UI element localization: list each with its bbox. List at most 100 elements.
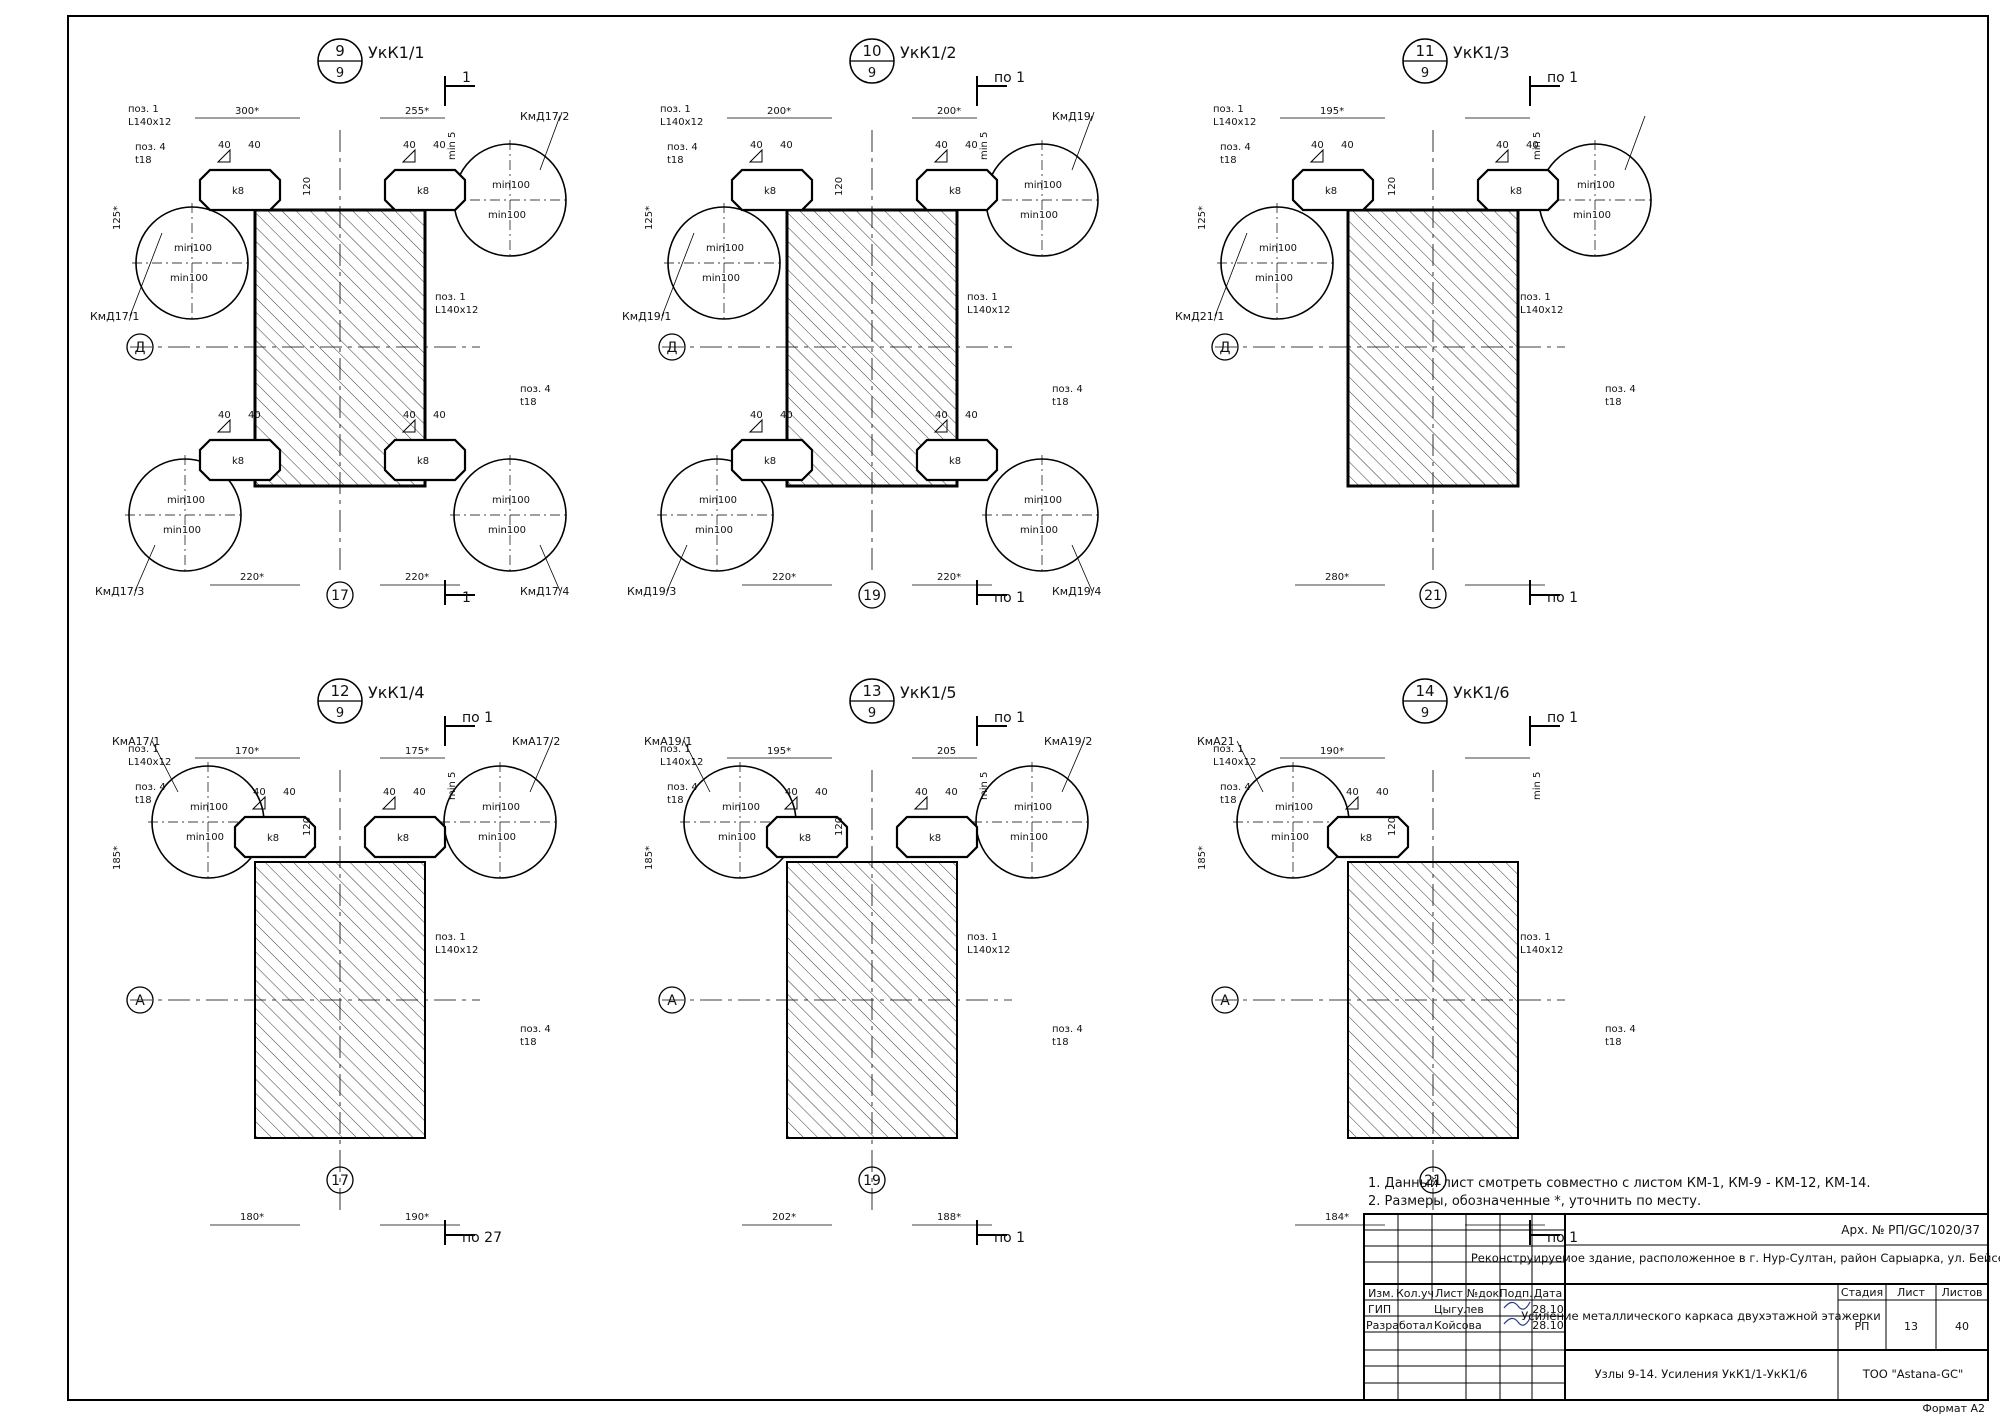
poz1-label: поз. 1 bbox=[435, 292, 466, 303]
weld-size-label: k8 bbox=[764, 186, 776, 197]
reinforcement-plate bbox=[915, 438, 999, 482]
dim-40-label: 40 bbox=[1496, 140, 1509, 151]
stamp-sheet: 13 bbox=[1904, 1320, 1918, 1333]
dim-top-left: 200* bbox=[767, 106, 791, 117]
dim-top-right: 175* bbox=[405, 746, 429, 757]
angle-label: L140x12 bbox=[967, 945, 1010, 956]
angle-label: L140x12 bbox=[1520, 305, 1563, 316]
angle-label: L140x12 bbox=[435, 945, 478, 956]
weld-min-label: min100 bbox=[1275, 802, 1313, 813]
section-cut-bottom-label: по 1 bbox=[1547, 1230, 1578, 1246]
node-sheet-ref: 9 bbox=[1421, 706, 1429, 721]
angle-label: L140x12 bbox=[1520, 945, 1563, 956]
section-cut-bottom bbox=[976, 580, 1007, 605]
axis-bubble-side bbox=[126, 986, 154, 1014]
dim-min5-label: min 5 bbox=[1532, 772, 1543, 800]
section-cut-top bbox=[444, 76, 475, 106]
weld-min-label: min100 bbox=[695, 525, 733, 536]
dim-bottom-left: 184* bbox=[1325, 1212, 1349, 1223]
dim-top-left: 190* bbox=[1320, 746, 1344, 757]
stamp-stage-h: Стадия bbox=[1841, 1286, 1883, 1299]
poz1-label: поз. 1 bbox=[660, 744, 691, 755]
stamp-sheets: 40 bbox=[1955, 1320, 1969, 1333]
weld-size-label: k8 bbox=[799, 833, 811, 844]
weld-min-label: min100 bbox=[1020, 210, 1058, 221]
section-cut-top-label: по 1 bbox=[1547, 70, 1578, 86]
section-cut-bottom bbox=[444, 1220, 475, 1245]
node-name: УкК1/5 bbox=[900, 683, 957, 702]
dim-40-label: 40 bbox=[413, 787, 426, 798]
weld-size-label: k8 bbox=[232, 186, 244, 197]
dim-40-label: 40 bbox=[253, 787, 266, 798]
plate-label: t18 bbox=[667, 795, 684, 806]
node-sheet-ref: 9 bbox=[336, 706, 344, 721]
pipe-mark-tl: КмД19/1 bbox=[622, 310, 671, 323]
dim-bottom-left: 180* bbox=[240, 1212, 264, 1223]
poz1-label: поз. 1 bbox=[435, 932, 466, 943]
stamp-project: Реконструируемое здание, расположенное в… bbox=[1471, 1251, 2000, 1265]
weld-min-label: min100 bbox=[1020, 525, 1058, 536]
weld-min-label: min100 bbox=[718, 832, 756, 843]
axis-label-bottom: 21 bbox=[1424, 588, 1442, 604]
plate-label: t18 bbox=[135, 155, 152, 166]
dim-40-label: 40 bbox=[383, 787, 396, 798]
weld-min-label: min100 bbox=[1573, 210, 1611, 221]
plate-label: t18 bbox=[1605, 397, 1622, 408]
pipe-mark-tl: КмА21 bbox=[1197, 735, 1235, 748]
node-name: УкК1/1 bbox=[368, 43, 425, 62]
stamp-col-5: Дата bbox=[1534, 1287, 1562, 1300]
weld-min-label: min100 bbox=[1010, 832, 1048, 843]
pipe-mark-tl: КмД21/1 bbox=[1175, 310, 1224, 323]
angle-label: L140x12 bbox=[967, 305, 1010, 316]
weld-size-label: k8 bbox=[764, 456, 776, 467]
dim-40-label: 40 bbox=[815, 787, 828, 798]
dim-40-label: 40 bbox=[935, 140, 948, 151]
weld-min-label: min100 bbox=[722, 802, 760, 813]
poz4-label: поз. 4 bbox=[1052, 1024, 1083, 1035]
angle-label: L140x12 bbox=[128, 117, 171, 128]
section-cut-top-label: по 1 bbox=[994, 710, 1025, 726]
node-sheet-ref: 9 bbox=[336, 66, 344, 81]
stamp-r2-role: Разработал bbox=[1366, 1319, 1433, 1332]
plate-label: t18 bbox=[1052, 397, 1069, 408]
axis-bubble-side bbox=[1211, 986, 1239, 1014]
axis-label-bottom: 17 bbox=[331, 588, 349, 604]
dim-min5-label: min 5 bbox=[447, 132, 458, 160]
stamp-stage: РП bbox=[1855, 1320, 1870, 1333]
dim-40-label: 40 bbox=[750, 140, 763, 151]
dim-top-left: 300* bbox=[235, 106, 259, 117]
dim-120-label: 120 bbox=[1387, 817, 1398, 836]
dim-40-label: 40 bbox=[283, 787, 296, 798]
poz1-label: поз. 1 bbox=[128, 744, 159, 755]
axis-bubble-bottom bbox=[326, 581, 354, 609]
node-name: УкК1/2 bbox=[900, 43, 957, 62]
reinforcement-plate bbox=[198, 438, 282, 482]
weld-min-label: min100 bbox=[1259, 243, 1297, 254]
dim-top-left: 170* bbox=[235, 746, 259, 757]
poz1-label: поз. 1 bbox=[1520, 932, 1551, 943]
section-cut-top bbox=[976, 716, 1007, 746]
section-cut-bottom bbox=[976, 1220, 1007, 1245]
reinforcement-plate bbox=[233, 815, 317, 859]
section-cut-bottom-label: по 1 bbox=[994, 590, 1025, 606]
stamp-col-1: Кол.уч bbox=[1396, 1287, 1434, 1300]
section-cut-bottom bbox=[1529, 580, 1560, 605]
axis-label-side: Д bbox=[135, 340, 146, 356]
dim-40-label: 40 bbox=[248, 410, 261, 421]
stamp-r1-name: Цыгулев bbox=[1434, 1303, 1484, 1316]
dim-40-label: 40 bbox=[780, 410, 793, 421]
axis-label-side: А bbox=[135, 993, 145, 1009]
plate-label: t18 bbox=[135, 795, 152, 806]
node-9: 99УкК1/1Д1711КмД17/1min100min100КмД17/2m… bbox=[90, 38, 570, 609]
dim-bottom-right: 188* bbox=[937, 1212, 961, 1223]
stamp-r1-role: ГИП bbox=[1368, 1303, 1391, 1316]
stamp-company: ТОО "Astana-GC" bbox=[1862, 1367, 1964, 1381]
section-cut-top-label: по 1 bbox=[1547, 710, 1578, 726]
weld-size-label: k8 bbox=[417, 456, 429, 467]
stamp-r2-date: 28.10 bbox=[1532, 1319, 1564, 1332]
node-number: 13 bbox=[862, 682, 881, 700]
poz1-label: поз. 1 bbox=[967, 932, 998, 943]
weld-min-label: min100 bbox=[478, 832, 516, 843]
